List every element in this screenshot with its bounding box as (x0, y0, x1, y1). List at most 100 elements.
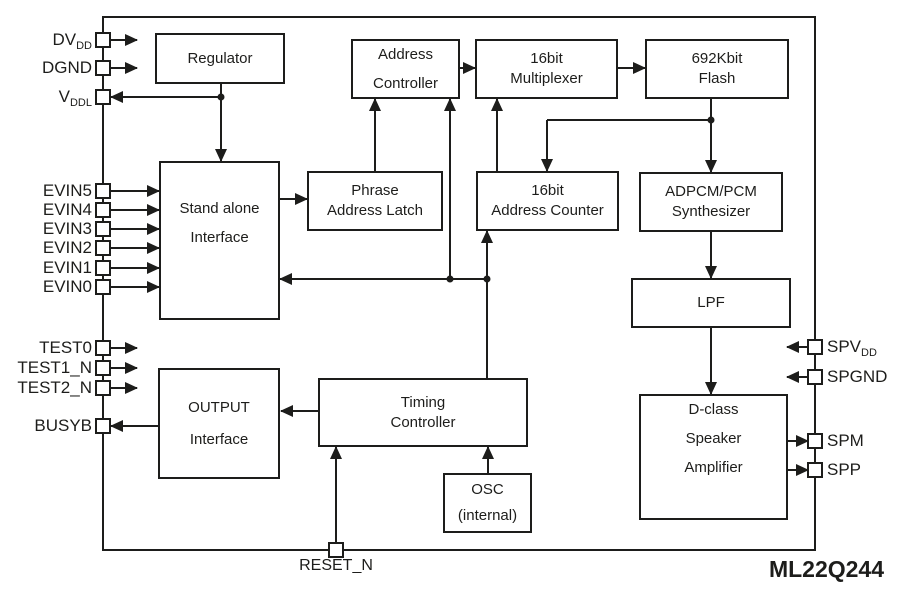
block-label: Amplifier (684, 459, 743, 476)
block-label: D-class (688, 401, 739, 418)
pin-text: EVIN0 (42, 277, 92, 296)
block-label: Phrase (351, 182, 399, 199)
block-label: Controller (372, 74, 439, 92)
block-label: LPF (697, 294, 725, 311)
pin-text: EVIN4 (42, 200, 92, 219)
pin-square (95, 183, 111, 199)
junction-dot (707, 116, 715, 124)
pin-text: DGND (41, 58, 92, 77)
pin-subscript: DD (76, 40, 92, 52)
pin-label-spvdd: SPVDD (827, 338, 877, 359)
pin-square (95, 418, 111, 434)
block-label: Speaker (685, 430, 742, 447)
junction-dot (217, 93, 225, 101)
pin-label-evin0: EVIN0 (43, 278, 92, 296)
pin-square (95, 340, 111, 356)
block-label: OSC (471, 481, 504, 498)
pin-square (95, 221, 111, 237)
pin-subscript: DD (861, 347, 877, 359)
block-label: Address Counter (491, 202, 604, 219)
block-dclass-speaker-amplifier: D-class Speaker Amplifier (639, 394, 788, 520)
block-address-controller: Address Controller (351, 39, 460, 99)
pin-text: SPV (827, 337, 862, 356)
pin-label-dvdd: DVDD (52, 31, 92, 52)
pin-square (807, 369, 823, 385)
block-output-interface: OUTPUT Interface (158, 368, 280, 479)
block-label: Synthesizer (671, 203, 751, 220)
pin-square (807, 339, 823, 355)
pin-square (807, 462, 823, 478)
block-regulator: Regulator (155, 33, 285, 84)
pin-text: SPGND (827, 367, 888, 386)
block-label: Interface (189, 430, 249, 448)
block-label: Multiplexer (510, 70, 583, 87)
pin-square (95, 360, 111, 376)
block-phrase-address-latch: Phrase Address Latch (307, 171, 443, 231)
block-label: (internal) (457, 507, 518, 524)
pin-label-reset-n: RESET_N (276, 557, 396, 575)
block-label: ADPCM/PCM (665, 183, 757, 200)
pin-text: DV (52, 30, 77, 49)
pin-label-test0: TEST0 (39, 339, 92, 357)
pin-label-test1-n: TEST1_N (17, 359, 92, 377)
pin-label-vddl: VDDL (59, 88, 92, 109)
part-number: ML22Q244 (768, 556, 884, 582)
block-label: Regulator (187, 49, 253, 67)
block-label: Flash (698, 70, 736, 87)
block-adpcm-pcm-synthesizer: ADPCM/PCM Synthesizer (639, 172, 783, 232)
pin-square (95, 240, 111, 256)
block-label: Address Latch (327, 202, 423, 219)
block-16bit-multiplexer: 16bit Multiplexer (475, 39, 618, 99)
pin-square (95, 60, 111, 76)
pin-label-spm: SPM (827, 432, 864, 450)
pin-text: BUSYB (34, 416, 92, 435)
block-label: 692Kbit (691, 50, 743, 67)
pin-text: EVIN5 (42, 181, 92, 200)
pin-square (807, 433, 823, 449)
pin-text: EVIN1 (42, 258, 92, 277)
pin-label-dgnd: DGND (42, 59, 92, 80)
pin-label-spgnd: SPGND (827, 368, 887, 386)
pin-text: TEST1_N (17, 358, 92, 377)
block-label: 16bit (531, 182, 564, 199)
pin-text: V (58, 87, 70, 106)
pin-text: EVIN3 (42, 219, 92, 238)
block-timing-controller: Timing Controller (318, 378, 528, 447)
pin-text: RESET_N (299, 557, 373, 574)
block-label: OUTPUT (188, 398, 250, 416)
block-label: 16bit (530, 50, 563, 67)
block-692kbit-flash: 692Kbit Flash (645, 39, 789, 99)
block-label: Stand alone (179, 200, 260, 217)
pin-label-evin1: EVIN1 (43, 259, 92, 277)
block-16bit-address-counter: 16bit Address Counter (476, 171, 619, 231)
pin-square (95, 202, 111, 218)
block-label: Address (377, 45, 434, 63)
pin-text: TEST0 (39, 338, 92, 357)
block-label: Interface (190, 229, 249, 246)
block-label: Timing (400, 393, 446, 411)
pin-square (95, 380, 111, 396)
junction-dot (446, 275, 454, 283)
pin-label-evin3: EVIN3 (43, 220, 92, 238)
pin-label-evin2: EVIN2 (43, 239, 92, 257)
block-lpf: LPF (631, 278, 791, 328)
pin-label-test2-n: TEST2_N (17, 379, 92, 397)
pin-square (95, 89, 111, 105)
pin-label-evin4: EVIN4 (43, 201, 92, 219)
pin-square (95, 279, 111, 295)
pin-square (95, 32, 111, 48)
block-label: Controller (390, 413, 456, 431)
pin-square (328, 542, 344, 558)
junction-dot (483, 275, 491, 283)
pin-label-busyb: BUSYB (34, 417, 92, 435)
pin-label-evin5: EVIN5 (43, 182, 92, 200)
pin-text: EVIN2 (42, 238, 92, 257)
pin-text: SPP (827, 460, 862, 479)
pin-text: SPM (827, 431, 864, 450)
pin-text: TEST2_N (17, 378, 92, 397)
block-stand-alone-interface: Stand alone Interface (159, 161, 280, 320)
pin-label-spp: SPP (827, 461, 861, 479)
pin-subscript: DDL (69, 97, 92, 109)
